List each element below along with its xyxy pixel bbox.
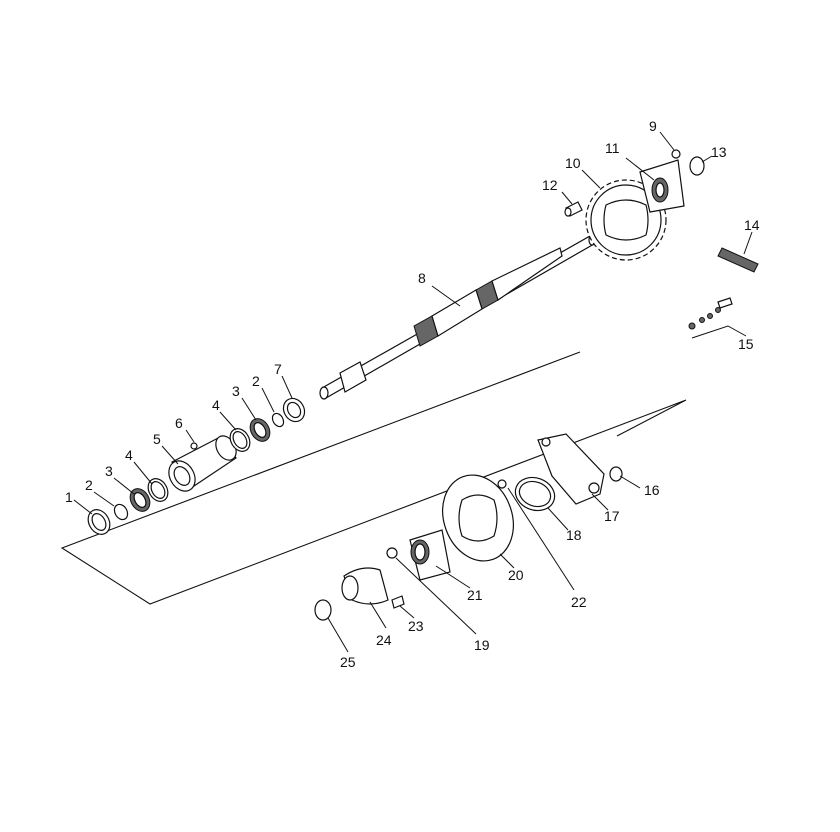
- nut-19: [386, 547, 398, 559]
- assembly-frame: [60, 351, 687, 605]
- bearing-3-right: [249, 418, 271, 442]
- callout-23: 23: [408, 618, 424, 634]
- callout-17: 17: [604, 508, 620, 524]
- callout-7: 7: [274, 361, 282, 377]
- bushing-16: [609, 466, 623, 482]
- washer-2-left: [113, 503, 129, 521]
- callout-2-right: 2: [252, 373, 260, 389]
- callout-25: 25: [340, 654, 356, 670]
- race-4-right: [229, 428, 251, 452]
- leader-lines: [73, 131, 753, 653]
- nut-9: [671, 149, 681, 159]
- ring-18: [514, 476, 556, 512]
- callout-20: 20: [508, 567, 524, 583]
- callout-8: 8: [418, 270, 426, 286]
- bolt-22: [497, 479, 507, 489]
- bearing-3-left: [129, 488, 151, 512]
- brake-disc-20: [442, 474, 514, 562]
- sprocket-10: [585, 179, 667, 261]
- bolt-12: [564, 201, 583, 217]
- callout-4-left: 4: [125, 447, 133, 463]
- sprocket-hub-11: [639, 159, 685, 213]
- callout-16: 16: [644, 482, 660, 498]
- washer-2-right: [271, 412, 285, 428]
- axle-shaft: [319, 234, 596, 400]
- seal-1: [87, 509, 111, 535]
- callout-3-left: 3: [105, 463, 113, 479]
- callout-14: 14: [744, 217, 760, 233]
- circlip-13: [689, 156, 705, 176]
- callout-9: 9: [649, 118, 657, 134]
- callout-1: 1: [65, 489, 73, 505]
- callout-11: 11: [605, 140, 620, 156]
- callout-21: 21: [467, 587, 483, 603]
- chain-14: [717, 247, 759, 273]
- callout-labels: 1 2 3 4 5 6 4 3 2 7 8 9 10 11 12 13 14 1…: [65, 118, 760, 670]
- callout-5: 5: [153, 431, 161, 447]
- seal-7: [282, 397, 306, 423]
- callout-2-left: 2: [85, 477, 93, 493]
- race-4-left: [147, 478, 169, 502]
- callout-3-right: 3: [232, 383, 240, 399]
- callout-24: 24: [376, 632, 392, 648]
- hub-housing-24: [341, 567, 389, 605]
- bearing-housing-5: [168, 435, 237, 492]
- disc-hub-21: [409, 529, 451, 581]
- callout-10: 10: [565, 155, 581, 171]
- bolt-23: [391, 595, 405, 609]
- callout-13: 13: [711, 144, 727, 160]
- callout-19: 19: [474, 637, 490, 653]
- master-link-15: [688, 297, 733, 330]
- circlip-25: [314, 599, 332, 621]
- callout-15: 15: [738, 336, 754, 352]
- callout-4-right: 4: [212, 397, 220, 413]
- callout-6: 6: [175, 415, 183, 431]
- callout-12: 12: [542, 177, 558, 193]
- grease-fitting-6: [190, 442, 198, 450]
- callout-18: 18: [566, 527, 582, 543]
- callout-22: 22: [571, 594, 587, 610]
- caliper-bracket-17: [537, 433, 605, 505]
